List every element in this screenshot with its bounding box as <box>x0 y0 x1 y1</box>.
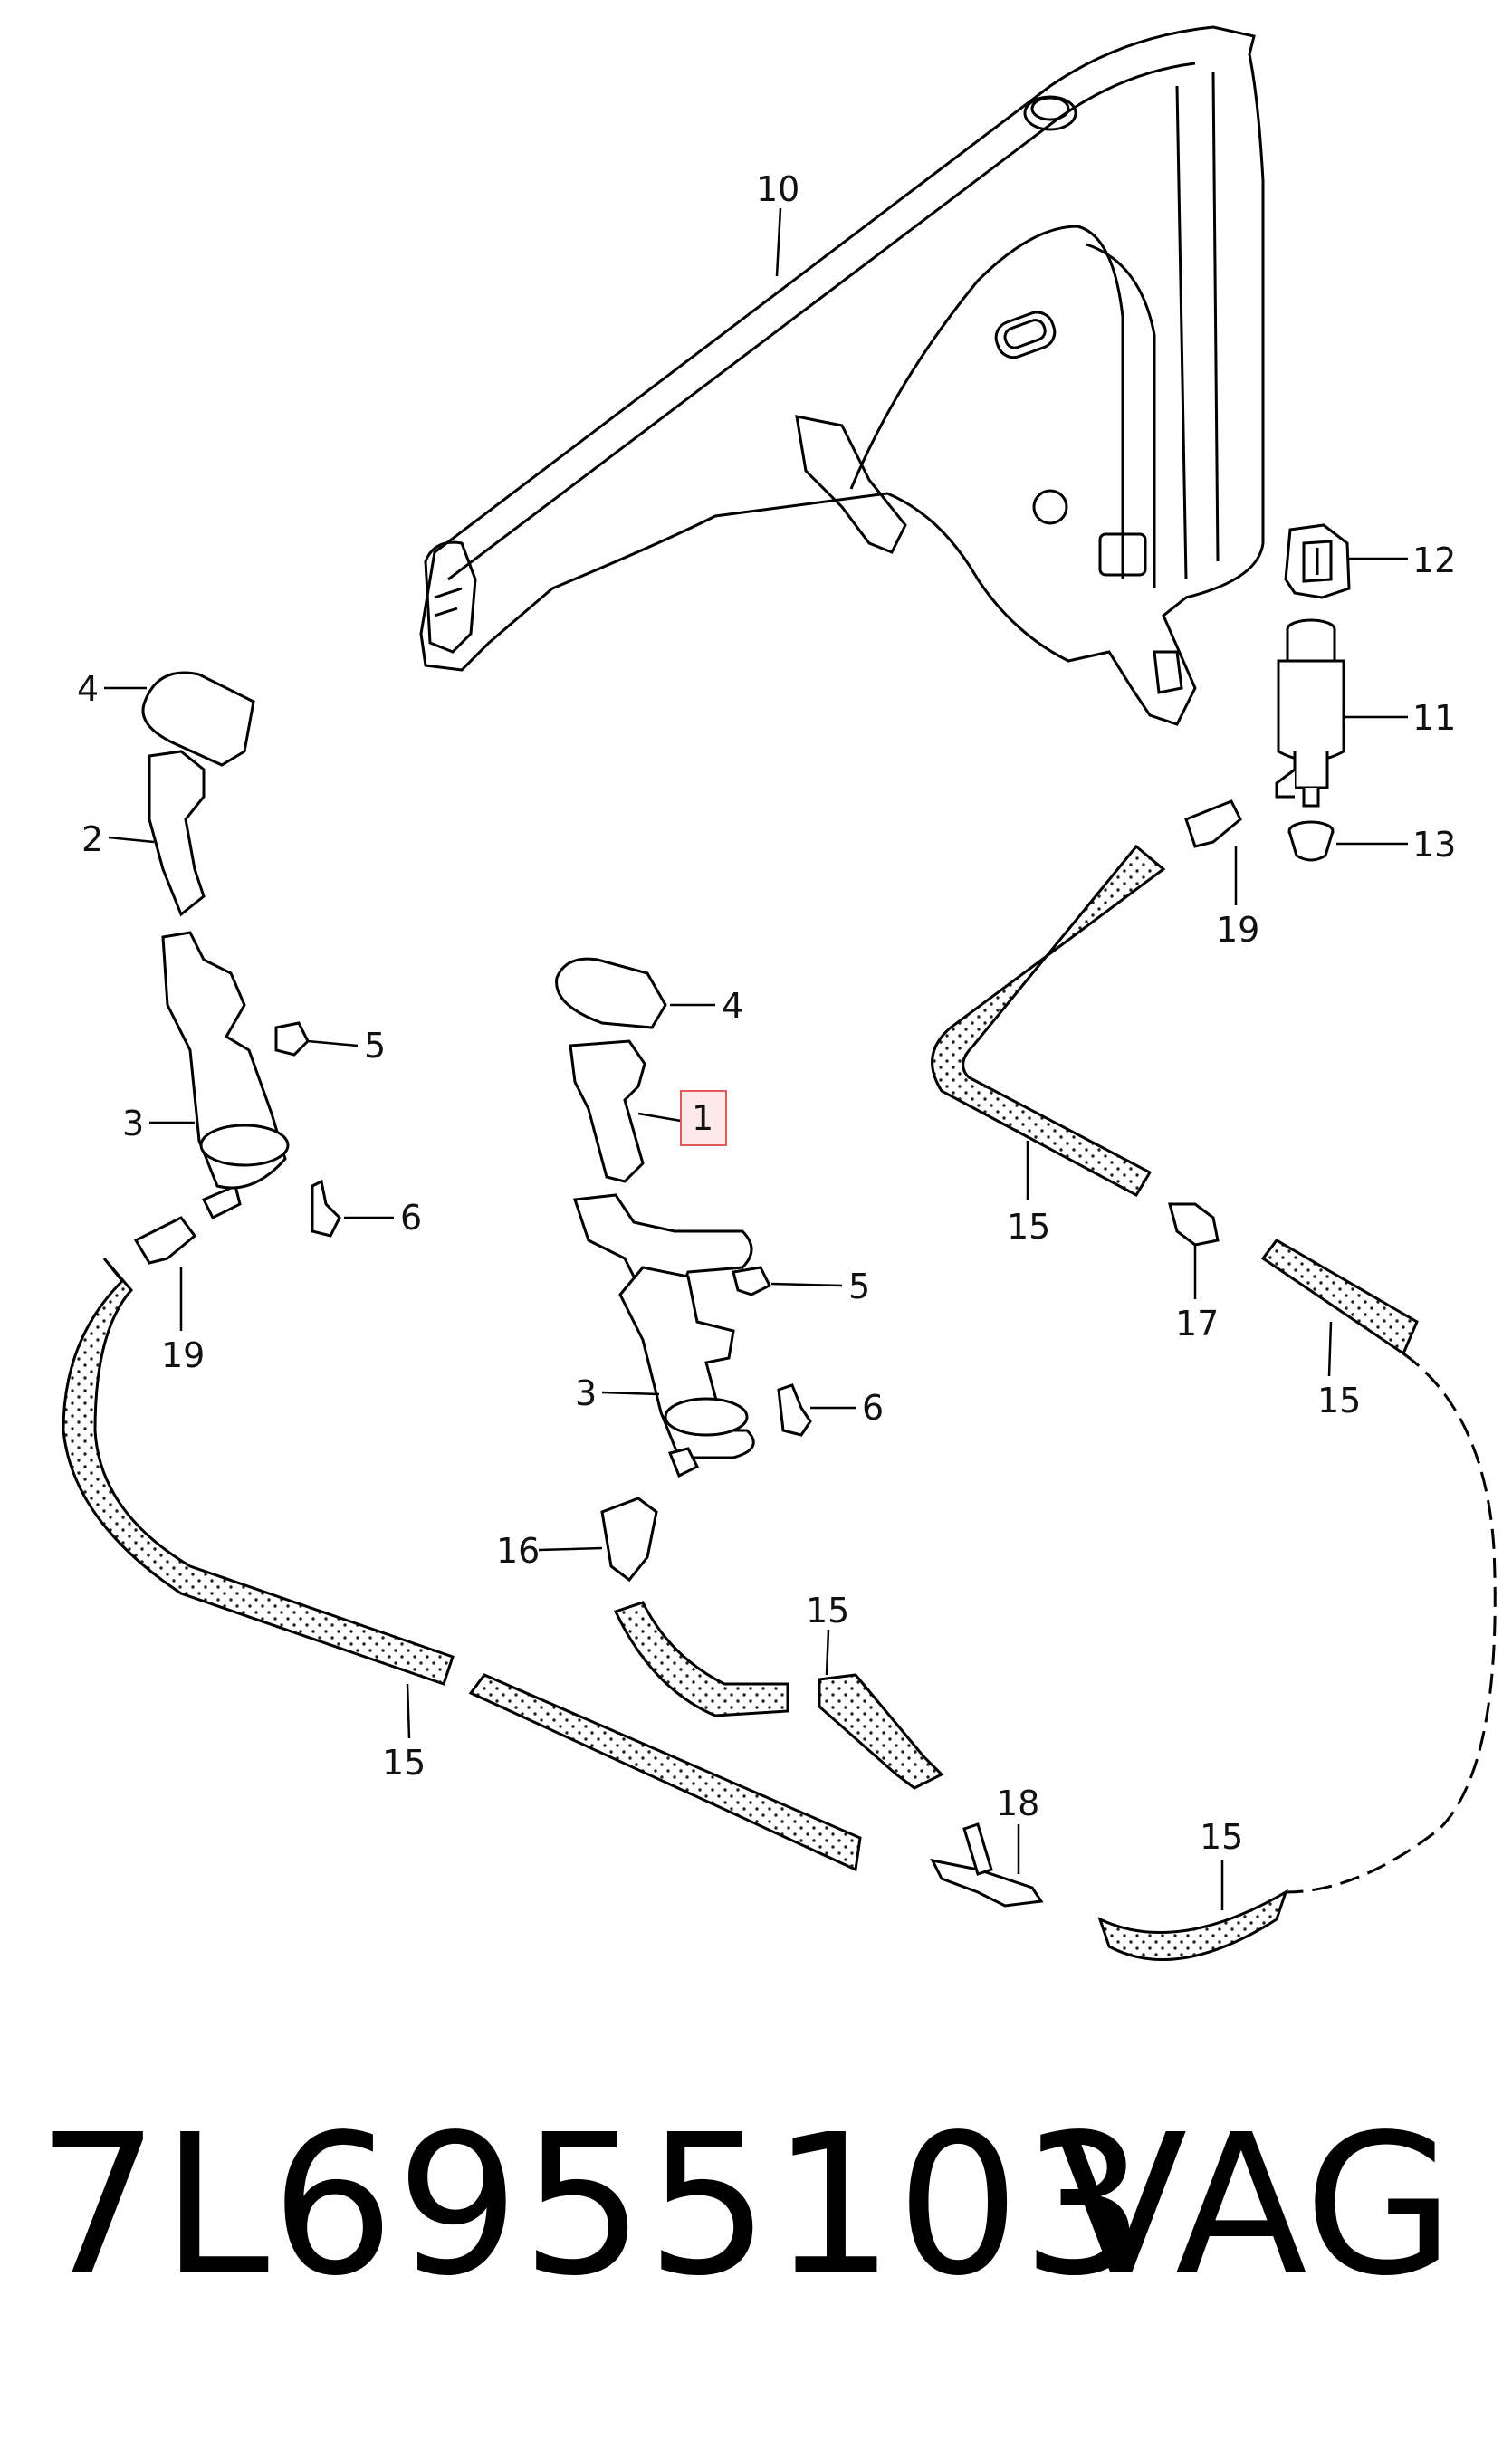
callout-15a: 15 <box>1007 1207 1050 1247</box>
washer-pump <box>1275 618 1345 808</box>
callout-3a: 3 <box>122 1104 144 1143</box>
callout-12: 12 <box>1412 540 1456 580</box>
callout-2: 2 <box>81 819 103 859</box>
callout-19b: 19 <box>161 1335 205 1375</box>
hose-connector-17 <box>1168 1202 1220 1247</box>
callout-10: 10 <box>756 169 799 209</box>
hose-dashed-path <box>1285 1352 1497 1894</box>
center-nozzle-assembly <box>555 957 812 1478</box>
callout-18: 18 <box>996 1784 1039 1823</box>
part-number: 7L6955103 <box>36 2093 1147 2319</box>
callout-leader-lines <box>104 207 1408 1910</box>
callout-17: 17 <box>1175 1304 1219 1344</box>
callout-6a: 6 <box>400 1198 422 1238</box>
callout-16: 16 <box>496 1531 540 1571</box>
callout-1: 1 <box>692 1098 713 1138</box>
callout-labels: 10 12 11 13 19 4 2 5 3 6 19 4 1 5 3 6 16… <box>77 169 1456 1857</box>
callout-11: 11 <box>1412 698 1456 738</box>
callout-4a: 4 <box>77 669 99 709</box>
brand-name: VAG <box>1055 2093 1455 2319</box>
callout-5b: 5 <box>848 1267 870 1306</box>
callout-13: 13 <box>1412 825 1456 865</box>
callout-19a: 19 <box>1216 910 1259 950</box>
washer-hoses <box>62 844 1419 1961</box>
callout-6b: 6 <box>862 1388 884 1428</box>
callout-15c: 15 <box>382 1743 426 1783</box>
callout-15b: 15 <box>1317 1381 1361 1420</box>
non-return-valve-19a <box>1184 799 1242 848</box>
callout-15e: 15 <box>1200 1817 1243 1857</box>
left-nozzle-assembly <box>141 671 341 1238</box>
callout-5a: 5 <box>364 1026 386 1066</box>
pump-grommet <box>1287 820 1335 862</box>
angle-connector-16 <box>600 1497 658 1583</box>
callout-3b: 3 <box>575 1373 597 1413</box>
washer-fluid-reservoir <box>419 25 1265 726</box>
highlight-box-item-1 <box>680 1090 727 1146</box>
non-return-valve-19b <box>133 1183 242 1265</box>
y-piece-connector-18 <box>930 1822 1044 1908</box>
callout-4b: 4 <box>722 986 743 1026</box>
pump-electrical-connector <box>1284 523 1351 599</box>
callout-15d: 15 <box>806 1591 849 1631</box>
